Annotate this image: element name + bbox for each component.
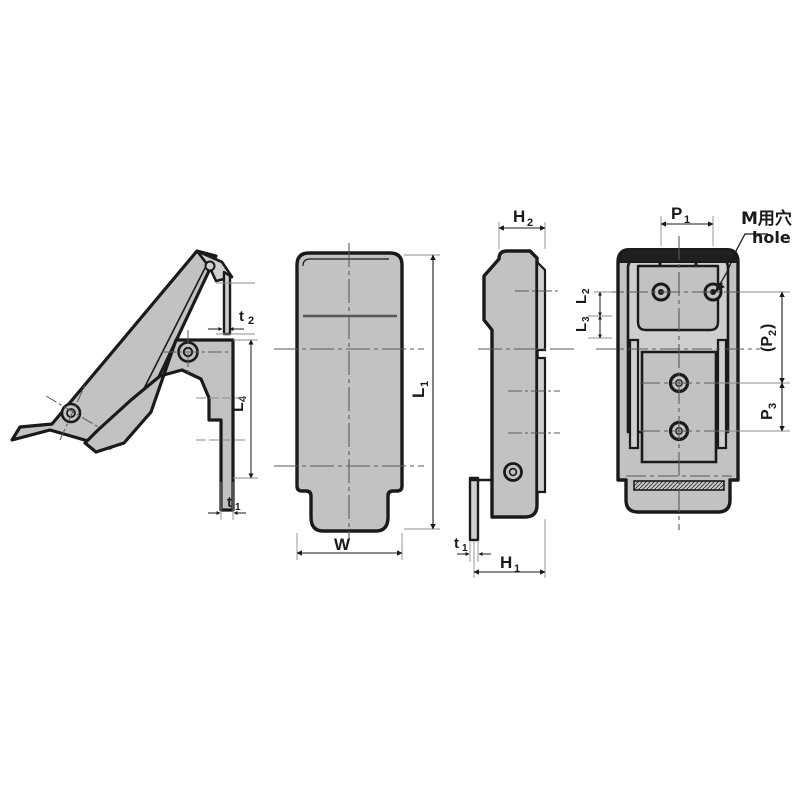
dim-label-H1: H xyxy=(500,553,512,572)
dim-sub-P3: 3 xyxy=(767,403,779,409)
dim-group-P3: P 3 xyxy=(759,403,779,420)
dim-group-L2: L 2 xyxy=(573,288,592,304)
view-front-plan: L 1 W xyxy=(274,243,440,560)
dim-sub-t1-side: 1 xyxy=(462,543,468,554)
dim-sub-t2: 2 xyxy=(248,315,254,327)
dim-group-L1: L 1 xyxy=(409,381,431,398)
dim-label-P3: P xyxy=(759,409,776,420)
base-bracket-body xyxy=(83,338,235,512)
dim-sub-L4: 4 xyxy=(237,395,249,402)
m-hole-callout-line1: M用穴 xyxy=(741,208,792,229)
lever-screw-centerline-b xyxy=(59,384,86,441)
dim-group-P2: (P 2 ) xyxy=(759,324,779,352)
dim-label-P2: (P xyxy=(759,336,776,352)
view-rear-hole-pattern: P 1 M用穴 hole L 2 L 3 (P 2 ) xyxy=(573,204,792,530)
rear-rail-left xyxy=(628,338,640,450)
dim-label-L1: L xyxy=(409,388,428,398)
view-open-latch-perspective: t 2 L 4 t 1 xyxy=(10,249,258,520)
dim-label-P1: P xyxy=(671,204,682,223)
dim-suffix-P2: ) xyxy=(759,324,776,329)
rear-hinge-bar xyxy=(619,248,737,263)
side-profile-body xyxy=(482,249,539,519)
dim-sub-P1: 1 xyxy=(684,214,690,226)
rear-upper-mount-pad xyxy=(636,264,720,332)
dim-label-t1-left: t xyxy=(227,494,232,511)
dim-label-H2: H xyxy=(513,207,525,226)
dim-sub-L2: 2 xyxy=(581,288,592,294)
side-t1-blade xyxy=(468,476,480,542)
dim-sub-P2: 2 xyxy=(767,330,779,336)
dim-sub-L1: 1 xyxy=(419,381,431,387)
front-plate-inner-edge xyxy=(302,258,389,267)
dim-label-L2: L xyxy=(573,295,590,304)
m-hole-leader-arrow xyxy=(715,281,726,292)
t2-blade-strap xyxy=(222,270,232,336)
dim-group-L3: L 3 xyxy=(573,316,592,332)
dim-sub-t1-left: 1 xyxy=(235,502,241,513)
m-hole-callout-line2: hole xyxy=(752,228,791,247)
lever-hook-eye xyxy=(204,260,216,272)
dim-sub-H2: 2 xyxy=(527,217,533,229)
side-rib-lower xyxy=(535,356,547,494)
rear-lower-cavity xyxy=(640,350,718,464)
dim-label-L4: L xyxy=(230,402,247,412)
dim-label-W: W xyxy=(334,535,351,554)
dim-label-L3: L xyxy=(573,323,590,332)
dim-sub-L3: 3 xyxy=(581,316,592,322)
side-rib-upper xyxy=(535,259,547,352)
dim-group-L4: L 4 xyxy=(230,395,249,412)
rear-rail-right xyxy=(716,338,728,450)
m-hole-leader-line xyxy=(715,233,768,292)
side-pivot-hole-inner xyxy=(508,467,518,477)
dim-label-t2: t xyxy=(239,308,244,325)
dim-label-t1-side: t xyxy=(454,535,459,552)
view-side-profile: H 2 t 1 H 1 xyxy=(454,207,575,578)
mounting-hole-upper-right-center xyxy=(710,289,716,295)
dim-sub-H1: 1 xyxy=(514,563,520,575)
